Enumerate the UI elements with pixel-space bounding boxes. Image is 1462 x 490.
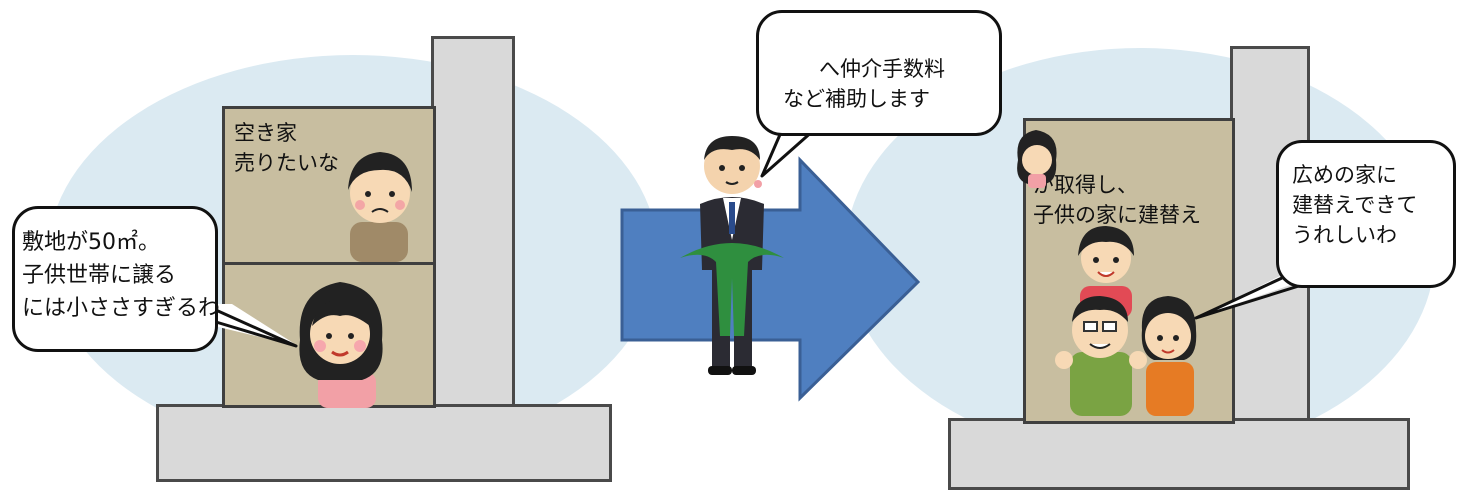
left-speech-text: 敷地が50㎡。 子供世帯に譲る には小ささすぎるわ bbox=[22, 230, 221, 321]
mother-icon bbox=[1141, 296, 1197, 416]
right-speech-text: 広めの家に 建替えできて うれしいわ bbox=[1292, 163, 1418, 247]
mini-woman-icon-right bbox=[1017, 130, 1057, 188]
right-bubble-tail bbox=[1194, 274, 1319, 320]
left-speech-bubble bbox=[12, 206, 218, 352]
woman-icon bbox=[299, 282, 383, 408]
left-upper-room-text: 空き家 売りたいな bbox=[234, 121, 339, 175]
right-room-text: が取得し、 子供の家に建替え bbox=[1033, 173, 1201, 227]
right-speech-bubble bbox=[1276, 140, 1456, 288]
right-ground-block bbox=[948, 418, 1410, 490]
middle-bubble-tail bbox=[760, 126, 815, 178]
middle-speech-bubble bbox=[756, 10, 1002, 136]
left-ground-block bbox=[156, 404, 612, 482]
arrow-icon bbox=[620, 156, 921, 402]
businessman-icon bbox=[680, 136, 784, 375]
father-with-glasses-icon bbox=[1055, 296, 1147, 416]
sad-man-icon bbox=[348, 152, 412, 262]
left-building-column bbox=[431, 36, 515, 412]
left-bubble-tail bbox=[196, 300, 298, 348]
middle-speech-text-main: へ仲介手数料 など補助します bbox=[783, 57, 945, 111]
ribbon-icon bbox=[680, 243, 784, 336]
